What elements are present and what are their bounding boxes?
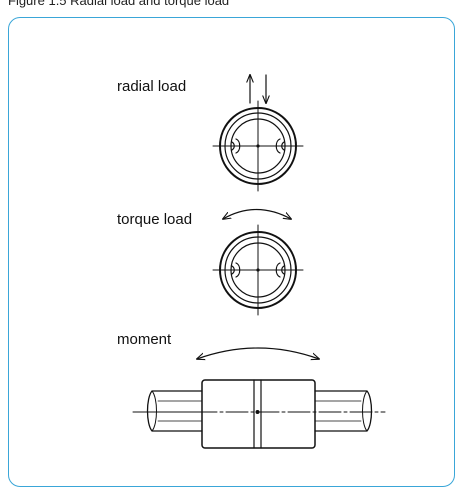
label-torque-load: torque load — [117, 211, 193, 228]
moment-arrow — [197, 347, 319, 359]
radial-load-arrows — [250, 75, 266, 103]
radial-bushing-section — [212, 100, 304, 192]
torque-load-arrow — [223, 209, 291, 220]
torque-bushing-section — [212, 224, 304, 316]
label-moment: moment — [117, 331, 172, 348]
label-radial-load: radial load — [117, 78, 187, 95]
shaft-coupling-assembly — [132, 379, 386, 449]
figure-caption: Figure 1.5 Radial load and torque load — [8, 0, 230, 8]
diagram-frame — [8, 17, 455, 487]
